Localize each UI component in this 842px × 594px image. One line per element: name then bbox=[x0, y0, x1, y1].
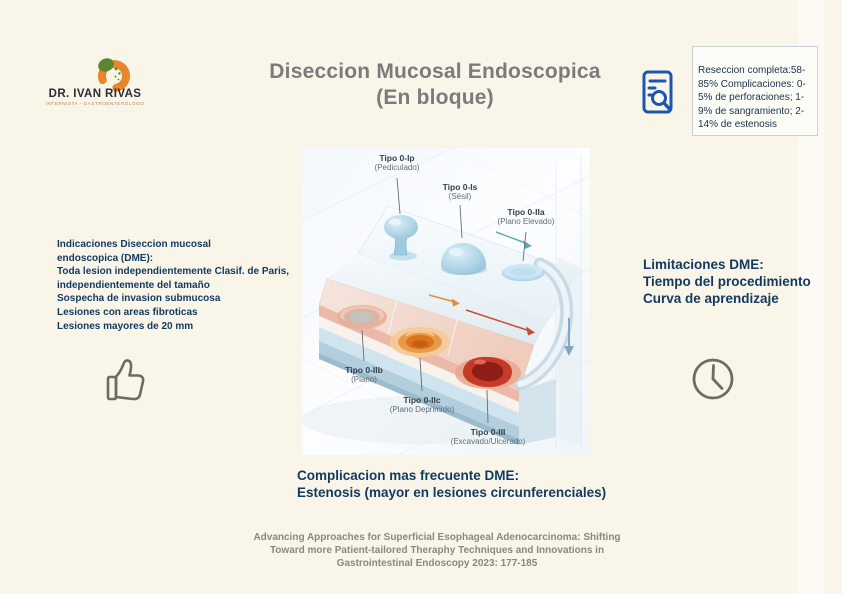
limitations-text: Limitaciones DME: Tiempo del procedimien… bbox=[643, 257, 811, 306]
logo-name: DR. IVAN RIVAS bbox=[48, 88, 142, 100]
label-connectors bbox=[361, 177, 527, 424]
diagram-label: Tipo 0-Ip (Pediculado) bbox=[374, 153, 420, 172]
diagram-label: Tipo 0-IIa (Plano Elevado) bbox=[497, 207, 555, 226]
lesion-0-Is bbox=[441, 243, 487, 275]
page-title: Diseccion Mucosal Endoscopica (En bloque… bbox=[235, 59, 635, 111]
lesion-0-IIa bbox=[501, 264, 545, 282]
stats-text: Reseccion completa:58-85% Complicaciones… bbox=[698, 65, 806, 131]
stats-box: Reseccion completa:58-85% Complicaciones… bbox=[692, 46, 818, 137]
document-search-icon bbox=[642, 70, 673, 114]
title-line-1: Diseccion Mucosal Endoscopica bbox=[269, 60, 601, 83]
stomach-logo-icon bbox=[98, 58, 130, 93]
lesion-0-IIb bbox=[337, 305, 387, 329]
indications-text: Indicaciones Diseccion mucosal endoscopi… bbox=[57, 239, 290, 332]
diagram-label: Tipo 0-Is (Sésil) bbox=[442, 182, 478, 201]
progression-arrows bbox=[428, 231, 574, 356]
diagram-label: Tipo 0-IIb (Plano) bbox=[345, 365, 383, 384]
diagram-svg bbox=[302, 148, 590, 455]
complication-note: Complicacion mas frecuente DME: Estenosi… bbox=[297, 468, 607, 500]
thumbs-up-icon bbox=[106, 359, 145, 401]
diagram-label: Tipo 0-IIc (Plano Deprimido) bbox=[389, 395, 455, 414]
clock-icon bbox=[692, 358, 734, 400]
paris-classification-illustration: Tipo 0-Ip (Pediculado) Tipo 0-Is (Sésil)… bbox=[302, 148, 590, 455]
logo-subtitle: INTERNISTA - GASTROENTERÓLOGO bbox=[45, 101, 145, 106]
lesion-0-IIc bbox=[390, 327, 450, 357]
diagram-label: Tipo 0-III (Excavado/Ulcerado) bbox=[450, 427, 526, 446]
citation: Advancing Approaches for Superficial Eso… bbox=[253, 532, 621, 569]
lesion-0-III bbox=[455, 356, 521, 389]
title-line-2: (En bloque) bbox=[376, 86, 494, 109]
lesion-0-Ip bbox=[384, 215, 418, 261]
